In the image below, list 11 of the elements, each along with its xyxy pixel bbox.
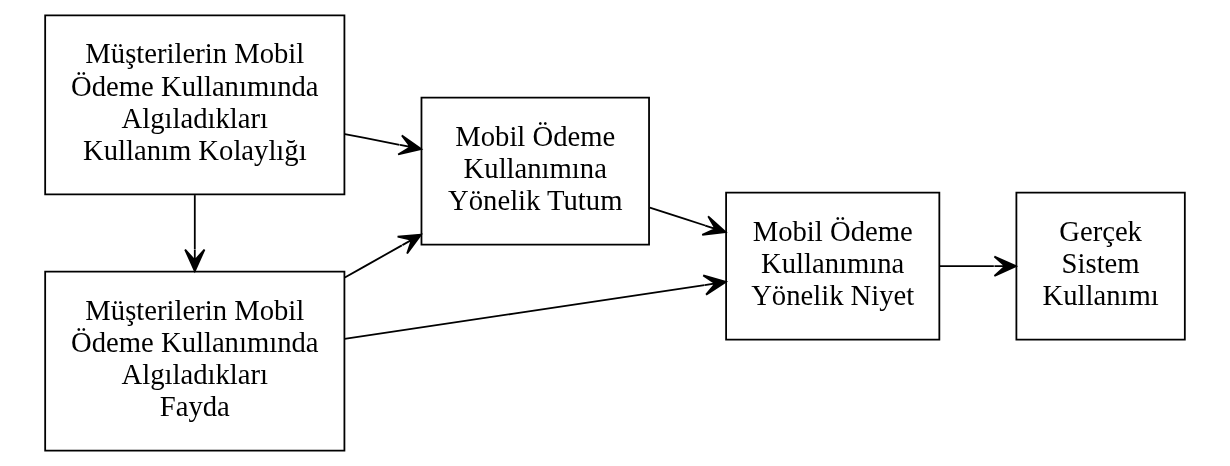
arrow [938, 255, 1017, 277]
arrow [343, 233, 422, 279]
node-box: Mobil Ödeme Kullanımına Yönelik Tutum [420, 96, 650, 246]
node-box: Mobil Ödeme Kullanımına Yönelik Niyet [725, 191, 941, 341]
arrow [184, 194, 206, 272]
node-box: Gerçek Sistem Kullanımı [1015, 191, 1186, 341]
node-box: Müşterilerin Mobil Ödeme Kullanımında Algıladıkları Kullanım Kolaylığı [44, 14, 346, 196]
arrow [343, 133, 422, 156]
arrow [343, 274, 727, 340]
arrow [648, 206, 727, 236]
node-box: Müşterilerin Mobil Ödeme Kullanımında Algıladıkları Fayda [44, 270, 346, 452]
